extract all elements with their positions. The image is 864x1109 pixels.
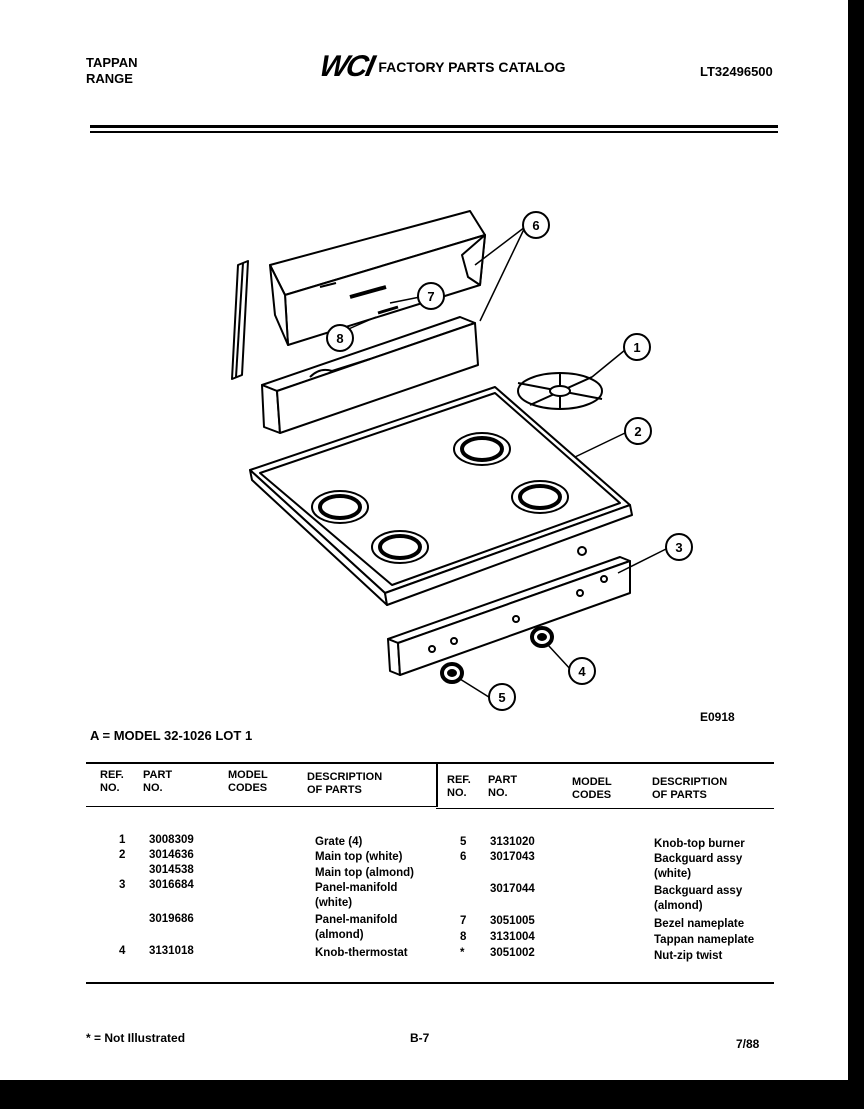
right-row-1-ref: 5 — [460, 836, 467, 848]
header-model-codes-right: MODEL CODES — [572, 776, 612, 801]
left-row-4-part: 3016684 — [149, 879, 194, 891]
left-row-6-desc: Knob-thermostat — [315, 947, 408, 959]
header-part-no-right: PART NO. — [488, 774, 518, 799]
grate — [517, 372, 603, 410]
svg-text:1: 1 — [633, 340, 640, 355]
right-row-4-part: 3051005 — [490, 915, 535, 927]
right-row-3-part: 3017044 — [490, 883, 535, 895]
right-row-6-ref: * — [460, 947, 465, 959]
left-row-2-ref: 2 — [119, 849, 126, 861]
brand-block: TAPPAN RANGE — [86, 55, 138, 87]
brand-line-2: RANGE — [86, 71, 133, 86]
right-row-2-part: 3017043 — [490, 851, 535, 863]
header-ref-no: REF. NO. — [100, 769, 124, 794]
right-row-4-ref: 7 — [460, 915, 467, 927]
left-row-1-ref: 1 — [119, 834, 126, 846]
left-row-4-desc: Panel-manifold (white) — [315, 882, 398, 909]
right-row-4-desc: Bezel nameplate — [654, 918, 745, 930]
catalog-number: LT32496500 — [700, 64, 773, 79]
svg-text:8: 8 — [336, 331, 343, 346]
left-row-4-ref: 3 — [119, 879, 126, 891]
brand-line-1: TAPPAN — [86, 55, 138, 70]
knob-thermostat — [530, 626, 554, 648]
left-row-5-desc: Panel-manifold (almond) — [315, 914, 398, 941]
figure-code: E0918 — [700, 710, 735, 724]
header-part-no: PART NO. — [143, 769, 173, 794]
knob-top-burner — [440, 662, 464, 684]
catalog-title: FACTORY PARTS CATALOG — [378, 59, 566, 75]
header-underline-left — [86, 806, 436, 807]
left-row-6-part: 3131018 — [149, 945, 194, 957]
right-row-5-ref: 8 — [460, 931, 467, 943]
right-row-2-ref: 6 — [460, 851, 467, 863]
callout-5: 5 — [488, 683, 516, 711]
callout-3: 3 — [665, 533, 693, 561]
callout-2: 2 — [624, 417, 652, 445]
revision-date: 7/88 — [736, 1037, 760, 1051]
svg-text:2: 2 — [634, 424, 641, 439]
header-underline-right — [436, 808, 774, 809]
right-row-3-desc: Backguard assy (almond) — [654, 885, 743, 912]
footnote: * = Not Illustrated — [86, 1031, 186, 1045]
right-row-1-desc: Knob-top burner — [654, 838, 745, 850]
model-line: A = MODEL 32-1026 LOT 1 — [90, 728, 253, 743]
right-row-6-desc: Nut-zip twist — [654, 950, 723, 962]
right-row-5-part: 3131004 — [490, 931, 535, 943]
svg-text:7: 7 — [427, 289, 434, 304]
callout-7: 7 — [417, 282, 445, 310]
svg-text:5: 5 — [498, 690, 505, 705]
right-row-6-part: 3051002 — [490, 947, 535, 959]
svg-text:4: 4 — [578, 664, 586, 679]
table-bottom-rule — [86, 982, 774, 984]
table-top-rule — [86, 762, 774, 764]
callout-1: 1 — [623, 333, 651, 361]
left-row-2-desc: Main top (white) — [315, 851, 403, 863]
right-row-5-desc: Tappan nameplate — [654, 934, 755, 946]
right-row-1-part: 3131020 — [490, 836, 535, 848]
header-ref-no-right: REF. NO. — [447, 774, 471, 799]
left-row-5-part: 3019686 — [149, 913, 194, 925]
left-row-6-ref: 4 — [119, 945, 126, 957]
table-column-divider — [436, 762, 438, 807]
backguard-lower — [261, 316, 479, 434]
svg-text:3: 3 — [675, 540, 682, 555]
callout-8: 8 — [326, 324, 354, 352]
backguard-upper — [269, 210, 486, 346]
header-rule-thin — [90, 131, 778, 133]
header-model-codes: MODEL CODES — [228, 769, 268, 794]
page-number: B-7 — [410, 1031, 430, 1045]
catalog-header: WCI FACTORY PARTS CATALOG — [317, 50, 566, 84]
manifold-panel — [387, 546, 631, 676]
catalog-page: TAPPAN RANGE WCI FACTORY PARTS CATALOG L… — [0, 0, 848, 1080]
left-row-1-part: 3008309 — [149, 834, 194, 846]
header-description-right: DESCRIPTION OF PARTS — [652, 776, 728, 801]
exploded-parts-diagram: 1 2 3 4 5 6 7 8 — [231, 210, 693, 711]
header-description: DESCRIPTION OF PARTS — [307, 771, 383, 796]
left-row-1-desc: Grate (4) — [315, 836, 363, 848]
left-row-3-desc: Main top (almond) — [315, 867, 415, 879]
main-top — [249, 386, 633, 606]
left-row-3-part: 3014538 — [149, 864, 194, 876]
left-row-2-part: 3014636 — [149, 849, 194, 861]
side-trim-strip — [231, 260, 249, 380]
svg-text:6: 6 — [532, 218, 539, 233]
header-rule-thick — [90, 125, 778, 128]
callout-4: 4 — [568, 657, 596, 685]
right-row-2-desc: Backguard assy (white) — [654, 853, 743, 880]
callout-6: 6 — [522, 211, 550, 239]
wci-logo: WCI — [316, 50, 376, 83]
